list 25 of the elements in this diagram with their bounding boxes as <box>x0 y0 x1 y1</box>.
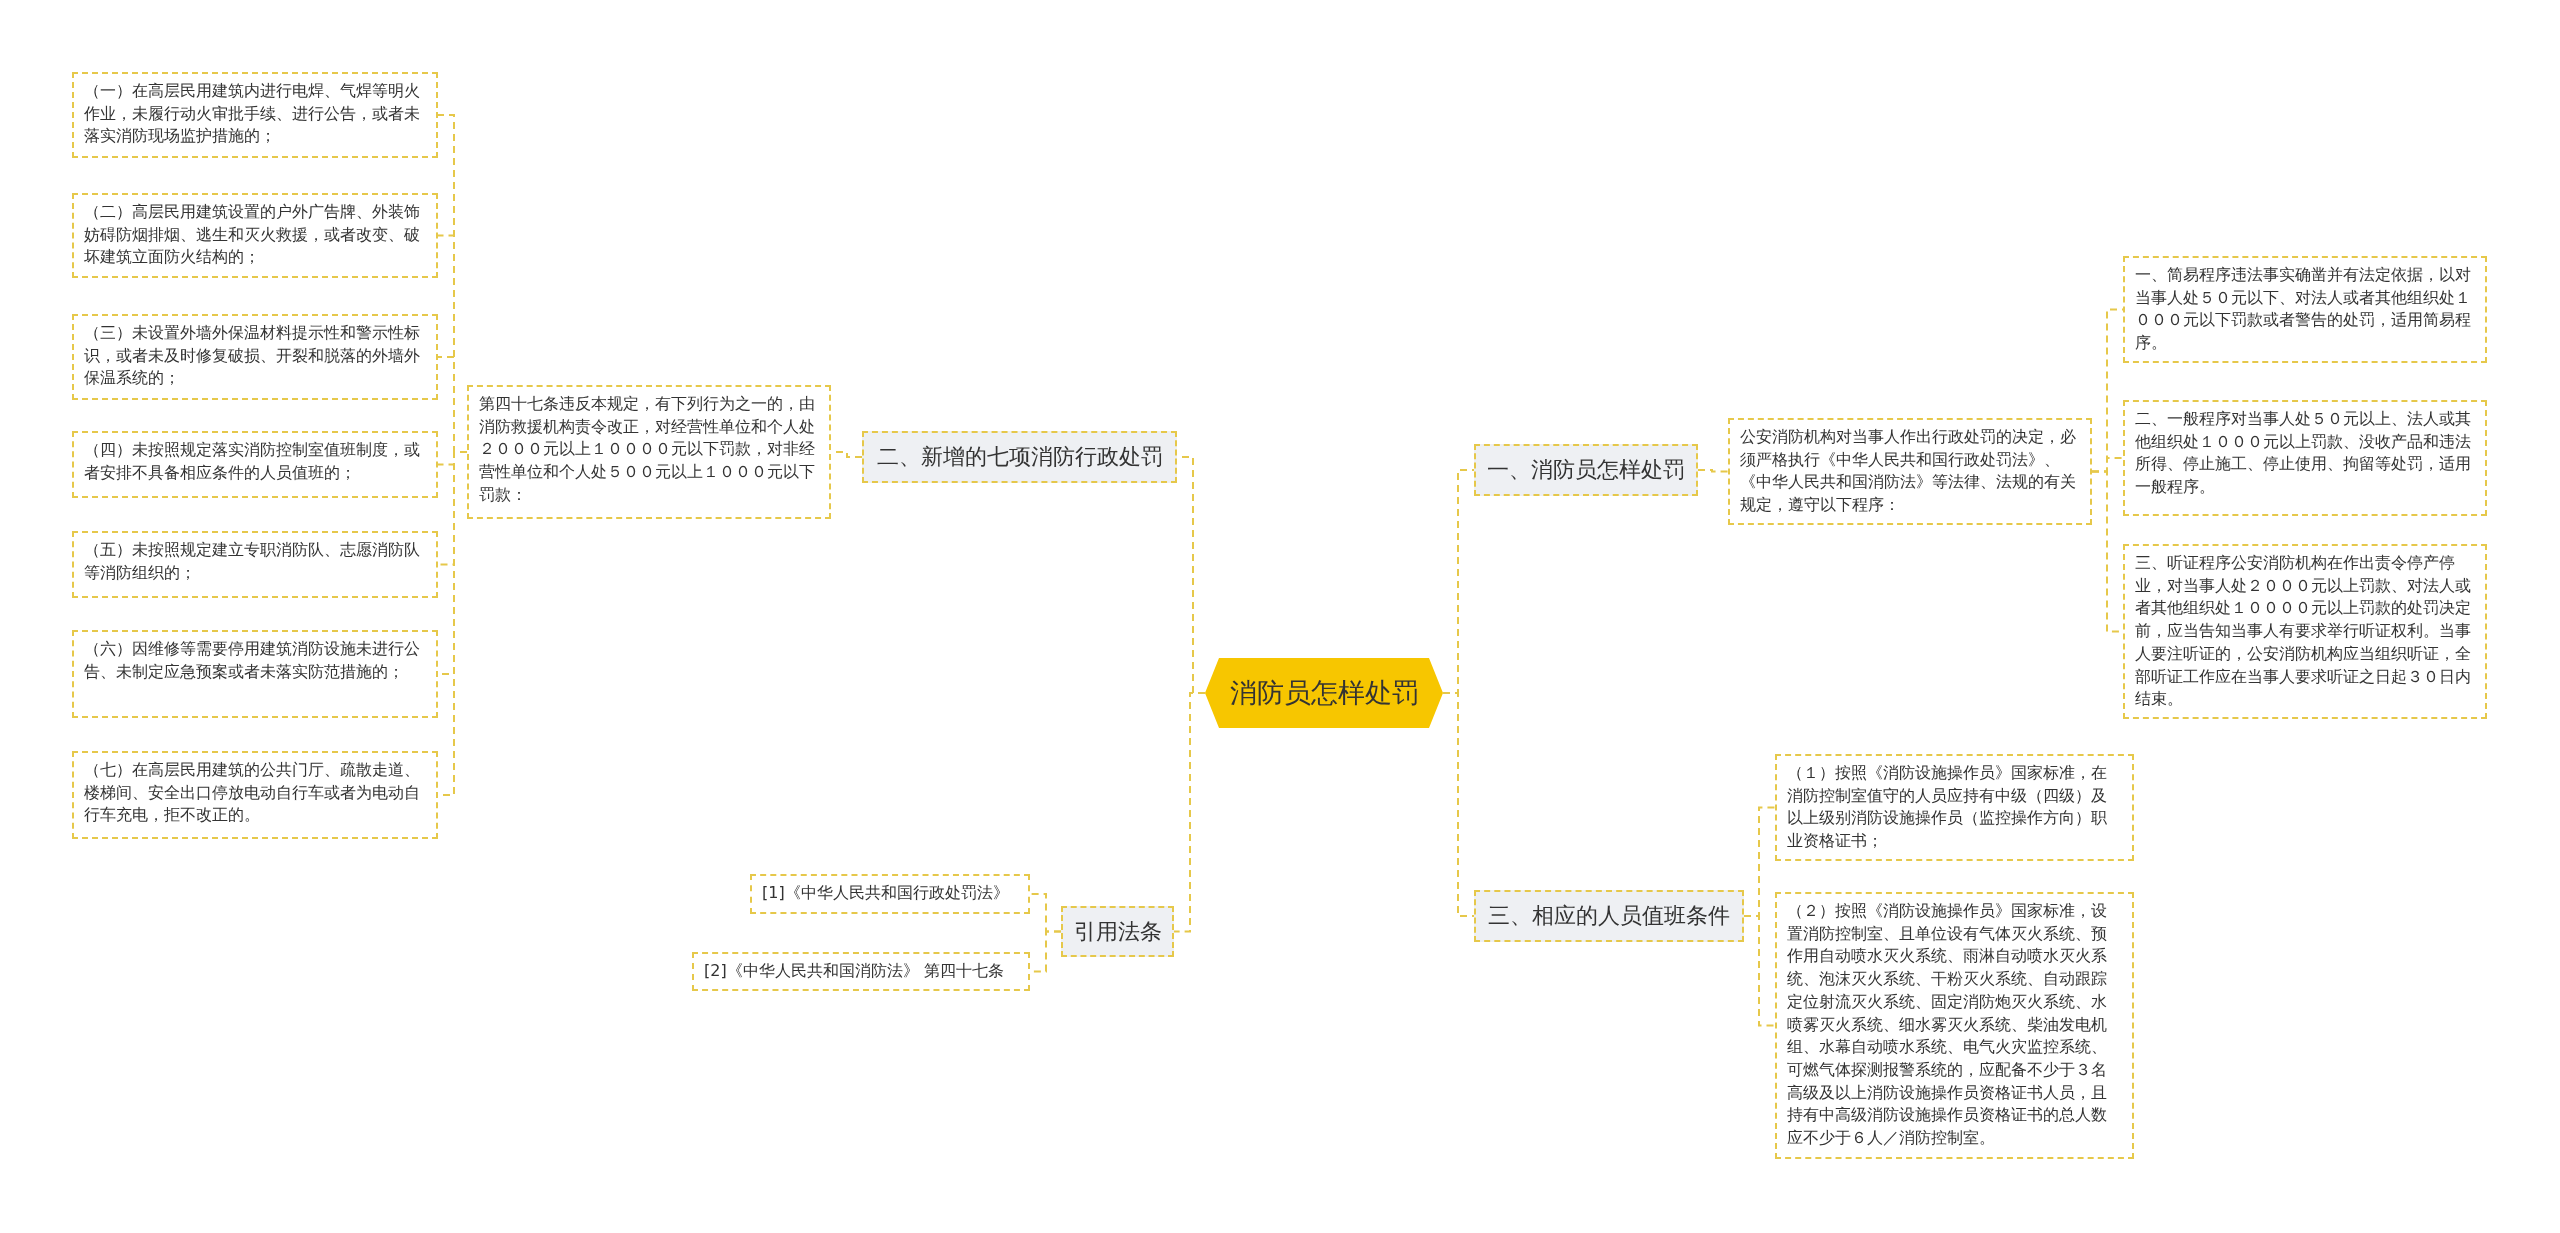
connector <box>1697 469 1729 473</box>
note-box: （１）按照《消防设施操作员》国家标准，在消防控制室值守的人员应持有中级（四级）及以上级别消防设施操作员（监控操作方向）职业资格证书； <box>1775 754 2134 861</box>
note-box: （三）未设置外墙外保温材料提示性和警示性标识，或者未及时修复破损、开裂和脱落的外墙外保温系统的； <box>72 314 438 400</box>
note-box: 一、简易程序违法事实确凿并有法定依据，以对当事人处５０元以下、对法人或者其他组织处１０００元以下罚款或者警告的处罚，适用简易程序。 <box>2123 256 2487 363</box>
note-box: （一）在高层民用建筑内进行电焊、气焊等明火作业，未履行动火审批手续、进行公告，或者未落实消防现场监护措施的； <box>72 72 438 158</box>
note-box: （二）高层民用建筑设置的户外广告牌、外装饰妨碍防烟排烟、逃生和灭火救援，或者改变、破坏建筑立面防火结构的； <box>72 193 438 278</box>
note-box: （六）因维修等需要停用建筑消防设施未进行公告、未制定应急预案或者未落实防范措施的； <box>72 630 438 718</box>
note-box: 第四十七条违反本规定，有下列行为之一的，由消防救援机构责令改正，对经营性单位和个人处２０００元以上１００００元以下罚款，对非经营性单位和个人处５００元以上１０００元以下罚款： <box>467 385 831 519</box>
note-box: [1]《中华人民共和国行政处罚法》 <box>750 874 1030 914</box>
topic-box: 一、消防员怎样处罚 <box>1474 444 1698 496</box>
topic-box: 三、相应的人员值班条件 <box>1474 890 1744 942</box>
note-box: （四）未按照规定落实消防控制室值班制度，或者安排不具备相应条件的人员值班的； <box>72 431 438 498</box>
note-box: （五）未按照规定建立专职消防队、志愿消防队等消防组织的； <box>72 531 438 598</box>
topic-box: 二、新增的七项消防行政处罚 <box>862 431 1177 483</box>
note-box: 公安消防机构对当事人作出行政处罚的决定，必须严格执行《中华人民共和国行政处罚法》、《中华人民共和国消防法》等法律、法规的有关规定，遵守以下程序： <box>1728 418 2092 525</box>
topic-box: 引用法条 <box>1061 906 1174 958</box>
note-box: 二、一般程序对当事人处５０元以上、法人或其他组织处１０００元以上罚款、没收产品和违法所得、停止施工、停止使用、拘留等处罚，适用一般程序。 <box>2123 400 2487 516</box>
note-box: [2]《中华人民共和国消防法》 第四十七条 <box>692 952 1030 991</box>
connector <box>1173 692 1206 933</box>
note-box: （２）按照《消防设施操作员》国家标准，设置消防控制室、且单位设有气体灭火系统、预作用自动喷水灭火系统、雨淋自动喷水灭火系统、泡沫灭火系统、干粉灭火系统、自动跟踪定位射流灭火系统、固定消防炮灭火系统、水喷雾灭火系统、细水雾灭火系统、柴油发电机组、水幕自动喷水系统、电气火灾监控系统、可燃气体探测报警系统的，应配备不少于３名高级及以上消防设施操作员资格证书人员，且持有中高级消防设施操作员资格证书的总人数应不少于６人／消防控制室。 <box>1775 892 2134 1159</box>
note-box: 三、听证程序公安消防机构在作出责令停产停业，对当事人处２０００元以上罚款、对法人或者其他组织处１００００元以上罚款的处罚决定前，应当告知当事人有要求举行听证权利。当事人要注听证的，公安消防机构应当组织听证，全部听证工作应在当事人要求听证之日起３０日内结束。 <box>2123 544 2487 720</box>
connector <box>1743 915 1776 1027</box>
note-box: （七）在高层民用建筑的公共门厅、疏散走道、楼梯间、安全出口停放电动自行车或者为电动自行车充电，拒不改正的。 <box>72 751 438 839</box>
topic-hexagon: 消防员怎样处罚 <box>1205 658 1443 728</box>
connector <box>1442 692 1475 917</box>
